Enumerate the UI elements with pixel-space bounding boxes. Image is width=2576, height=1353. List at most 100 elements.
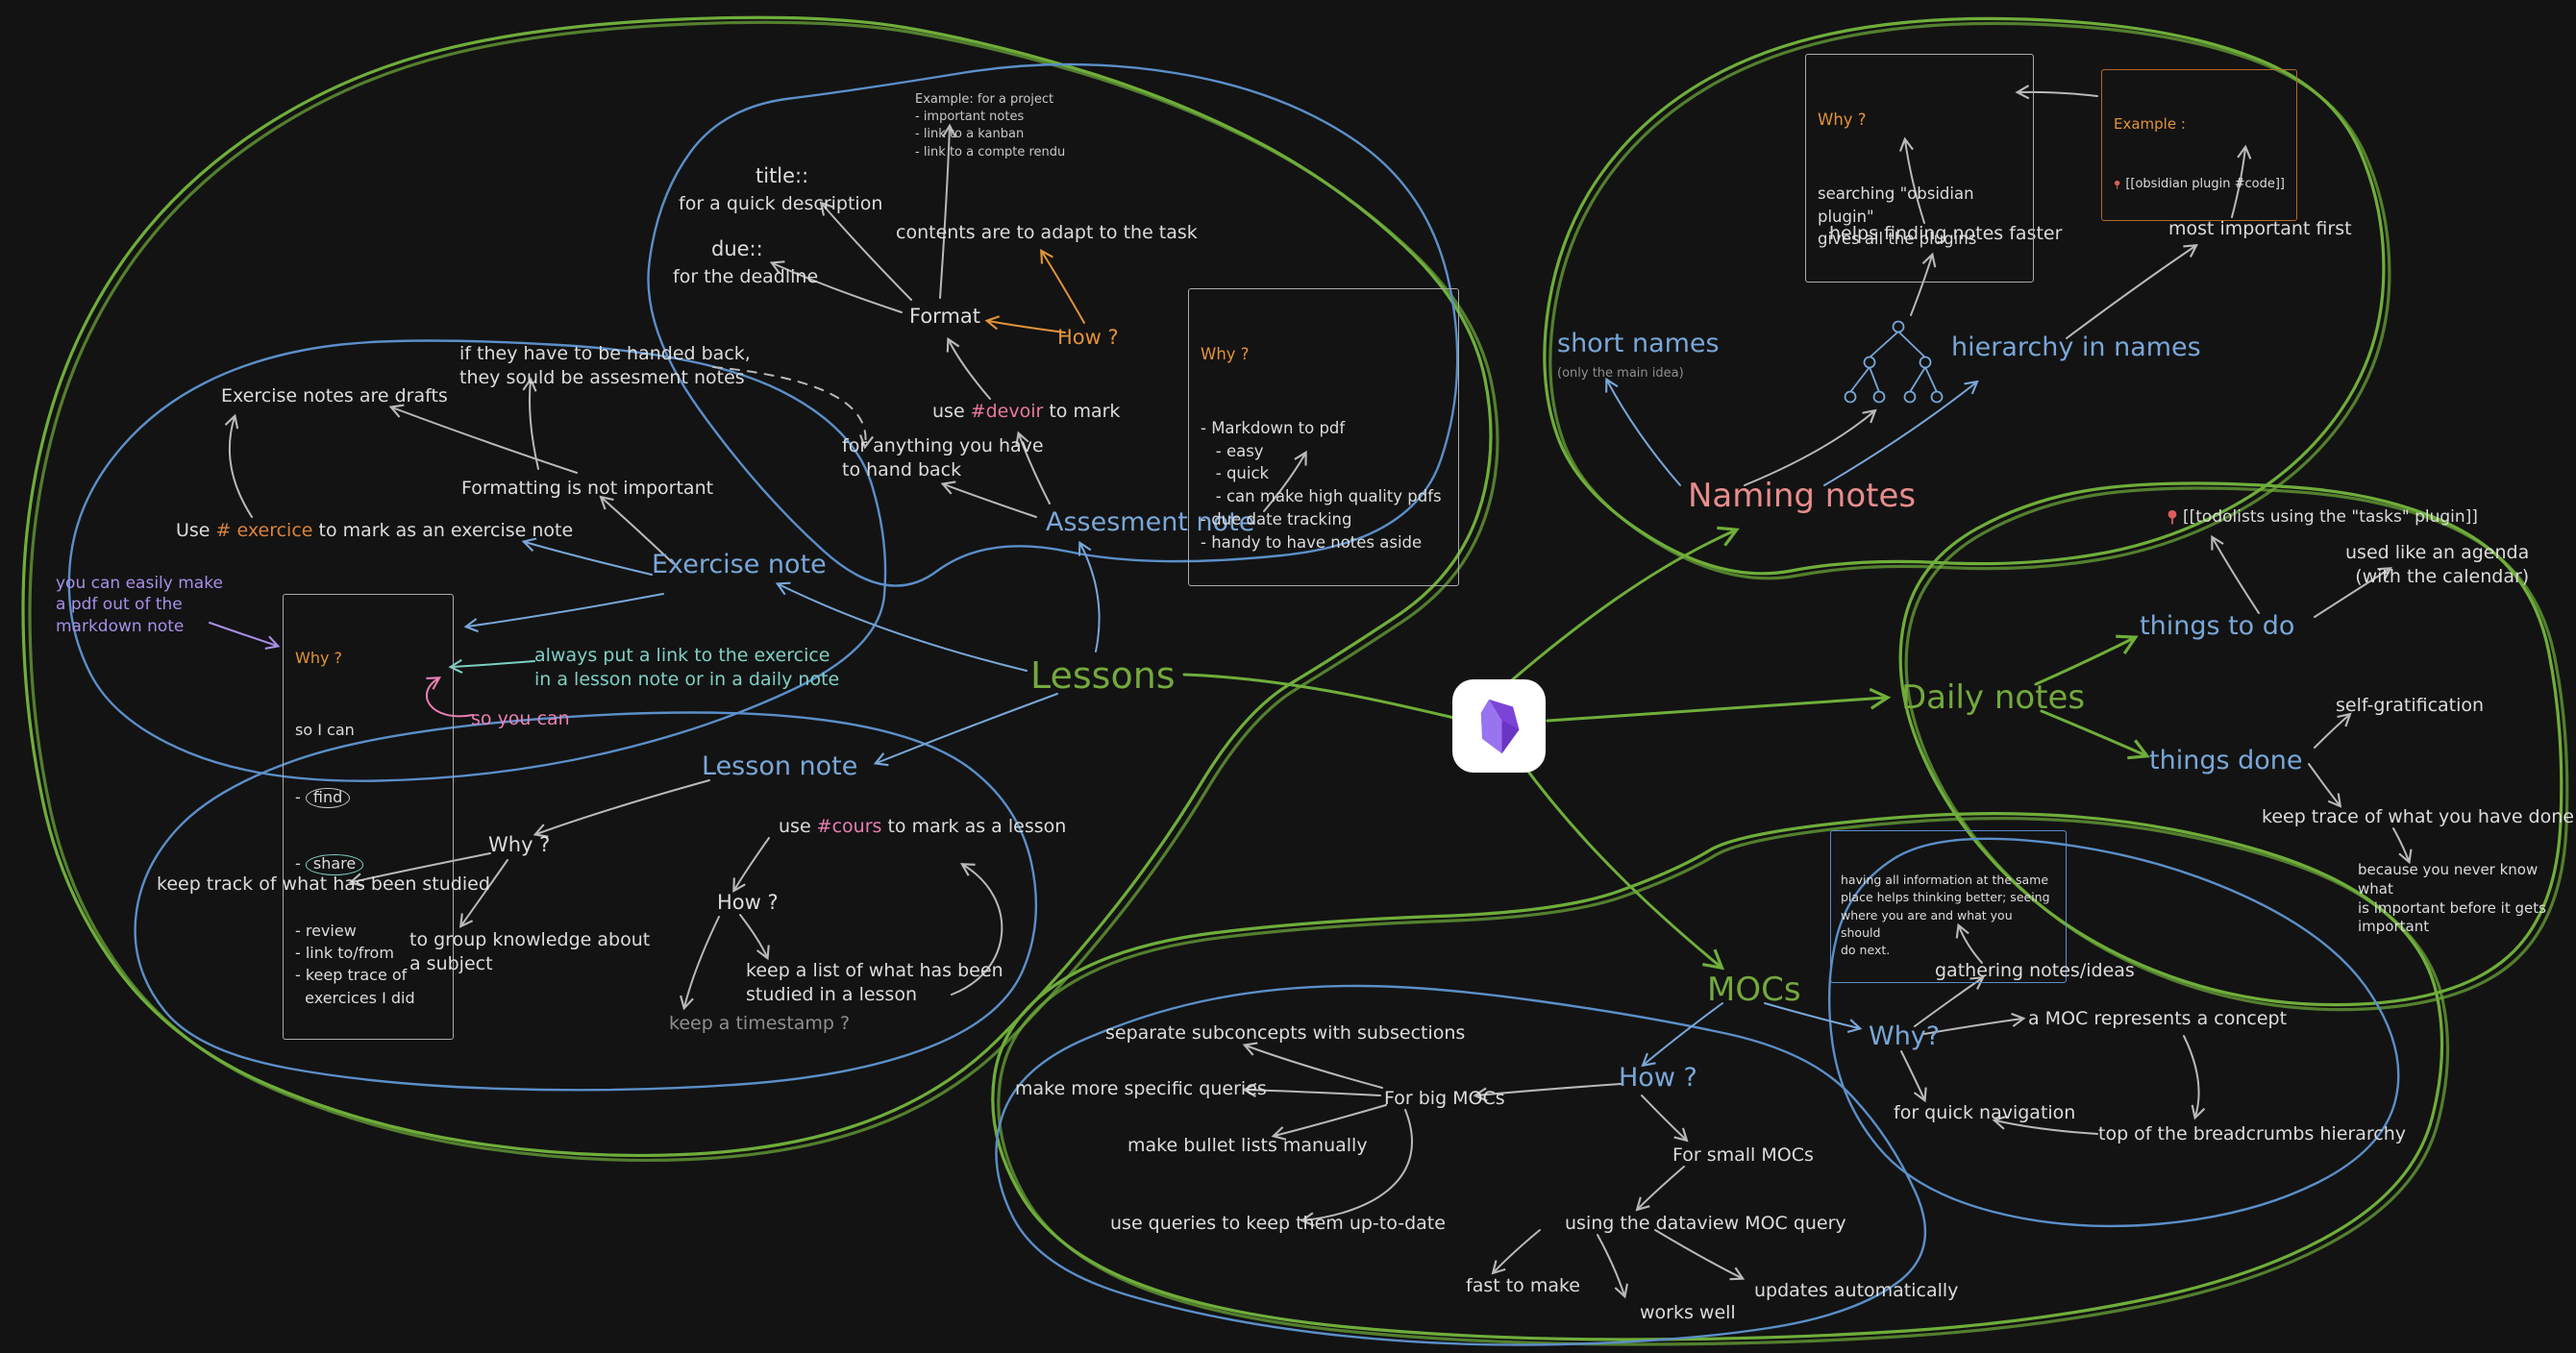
arrow-tree-helps (1910, 252, 1937, 316)
node-group-knowledge[interactable]: to group knowledge about a subject (409, 929, 651, 975)
node-hand-back[interactable]: for anything you have to hand back (842, 435, 1044, 481)
blob-lesson-note-blue (134, 711, 1038, 1092)
node-bullets[interactable]: make bullet lists manually (1127, 1135, 1368, 1156)
devoir-pre: use (932, 401, 971, 422)
exercise-why-intro: so I can (295, 720, 355, 739)
arrow-how-small (1641, 1095, 1689, 1143)
find-circle: find (305, 787, 351, 808)
node-mocs-how[interactable]: How ? (1619, 1063, 1697, 1093)
node-represents[interactable]: a MOC represents a concept (2028, 1008, 2288, 1029)
naming-why-body: searching "obsidian plugin" gives all th… (1818, 184, 1977, 249)
arrow-dataview-updates (1654, 1229, 1746, 1281)
node-timestamp[interactable]: keep a timestamp ? (669, 1013, 851, 1034)
node-assessment-example[interactable]: Example: for a project - important notes… (915, 92, 1066, 160)
arrow-keeptrace-because (2392, 827, 2413, 865)
arrow-represents-breadcrumbs (2183, 1035, 2206, 1120)
node-dataview[interactable]: using the dataview MOC query (1565, 1213, 1846, 1234)
node-small-mocs[interactable]: For small MOCs (1672, 1144, 1814, 1166)
node-mocs-label[interactable]: MOCs (1707, 971, 1801, 1009)
node-pdf-note[interactable]: you can easily make a pdf out of the mar… (56, 574, 223, 636)
node-so-you-can[interactable]: so you can (471, 708, 570, 729)
node-gathering[interactable]: gathering notes/ideas (1935, 960, 2135, 981)
node-daily-label[interactable]: Daily notes (1901, 678, 2086, 717)
arrow-formatting-drafts (388, 404, 578, 474)
arrow-devoir-format (946, 336, 991, 400)
node-due-field-desc[interactable]: for the deadline (673, 266, 819, 287)
naming-why-box[interactable]: Why ? searching "obsidian plugin" gives … (1805, 54, 2034, 283)
node-helps-finding[interactable]: helps finding notes faster (1829, 223, 2063, 244)
node-contents-note[interactable]: contents are to adapt to the task (896, 222, 1198, 243)
node-short-names[interactable]: short names (1557, 329, 1720, 358)
node-short-names-sub[interactable]: (only the main idea) (1557, 366, 1684, 381)
node-lesson-why[interactable]: Why ? (488, 833, 551, 856)
node-keep-track[interactable]: keep track of what has been studied (157, 873, 490, 895)
node-exercise-title[interactable]: Exercise note (652, 550, 827, 579)
node-agenda[interactable]: used like an agenda (with the calendar) (2345, 542, 2530, 588)
arrow-soyoucan-share (426, 676, 474, 718)
node-handed-back[interactable]: if they have to be handed back, they sou… (459, 343, 751, 389)
exercice-pre: Use (176, 520, 216, 541)
arrow-done-keeptrace (2308, 763, 2342, 808)
blob-moc-how-blue (995, 984, 1927, 1346)
node-naming-label[interactable]: Naming notes (1688, 477, 1917, 515)
node-keep-trace[interactable]: keep trace of what you have done (2262, 806, 2574, 827)
node-queries[interactable]: make more specific queries (1015, 1078, 1267, 1099)
node-mocs-why[interactable]: Why? (1869, 1021, 1941, 1051)
cours-post: to mark as a lesson (881, 816, 1067, 837)
node-updates[interactable]: updates automatically (1754, 1280, 1959, 1301)
node-formatting[interactable]: Formatting is not important (461, 478, 714, 499)
node-hierarchy[interactable]: hierarchy in names (1951, 332, 2201, 362)
node-gratification[interactable]: self-gratification (2336, 695, 2485, 716)
moc-info-box[interactable]: having all information at the same place… (1830, 830, 2067, 983)
arrow-exercise-tag (521, 537, 653, 576)
arrow-todo-todolists (2211, 534, 2260, 614)
node-title-field[interactable]: title:: (755, 164, 809, 187)
arrow-dataview-works (1597, 1234, 1628, 1299)
assessment-why-body: - Markdown to pdf - easy - quick - can m… (1201, 418, 1442, 553)
node-title-field-desc[interactable]: for a quick description (679, 193, 883, 214)
node-always-link[interactable]: always put a link to the exercice in a l… (534, 645, 840, 691)
assessment-why-box[interactable]: Why ? - Markdown to pdf - easy - quick -… (1188, 288, 1459, 587)
node-lesson-how[interactable]: How ? (717, 891, 779, 914)
node-lesson-note-title[interactable]: Lesson note (702, 751, 858, 781)
arrow-why-group (458, 859, 508, 928)
arrow-small-dataview (1635, 1166, 1685, 1212)
node-due-field[interactable]: due:: (711, 237, 763, 260)
node-works[interactable]: works well (1640, 1302, 1736, 1323)
cours-pre: use (779, 816, 817, 837)
arrow-handedback-handback-dashed (712, 366, 875, 450)
exercise-why-box[interactable]: Why ? so I can - find - share - review -… (283, 594, 454, 1040)
node-drafts[interactable]: Exercise notes are drafts (221, 385, 448, 406)
arrow-helps-whybox (1898, 136, 1925, 224)
node-most-important[interactable]: most important first (2168, 218, 2352, 239)
node-assessment-title[interactable]: Assesment note (1046, 507, 1255, 537)
arrow-assessment-whybox (1263, 450, 1307, 512)
arrow-naming-hierarchy (1823, 380, 1979, 486)
node-format[interactable]: Format (909, 305, 981, 328)
node-assessment-how[interactable]: How ? (1057, 326, 1119, 349)
node-things-todo[interactable]: things to do (2140, 611, 2295, 641)
node-because[interactable]: because you never know what is important… (2358, 861, 2546, 936)
naming-why-title: Why ? (1818, 110, 1867, 129)
node-use-devoir[interactable]: use #devoir to mark (932, 400, 1120, 424)
branch-naming (1505, 526, 1740, 686)
arrow-big-separate (1242, 1042, 1383, 1089)
node-use-cours[interactable]: use #cours to mark as a lesson (779, 815, 1066, 839)
node-todolists[interactable]: [[todolists using the "tasks" plugin]] (2167, 506, 2478, 528)
node-fast[interactable]: fast to make (1466, 1275, 1581, 1296)
naming-example-box[interactable]: Example : [[obsidian plugin #code]] (2101, 69, 2297, 221)
node-keep-list[interactable]: keep a list of what has been studied in … (746, 960, 1003, 1006)
obsidian-logo[interactable] (1452, 679, 1546, 773)
node-breadcrumbs[interactable]: top of the breadcrumbs hierarchy (2098, 1123, 2406, 1144)
branch-mocs (1519, 759, 1725, 971)
node-navigation[interactable]: for quick navigation (1894, 1102, 2076, 1123)
node-big-mocs[interactable]: For big MOCs (1384, 1088, 1505, 1109)
node-lessons-label[interactable]: Lessons (1030, 654, 1176, 697)
arrow-format-due (769, 260, 903, 313)
node-separate[interactable]: separate subconcepts with subsections (1105, 1022, 1466, 1044)
node-things-done[interactable]: things done (2149, 746, 2303, 775)
node-use-exercice[interactable]: Use # exercice to mark as an exercise no… (176, 519, 573, 543)
node-uptodate[interactable]: use queries to keep them up-to-date (1110, 1213, 1446, 1234)
blob-daily-green (1898, 481, 2569, 1012)
